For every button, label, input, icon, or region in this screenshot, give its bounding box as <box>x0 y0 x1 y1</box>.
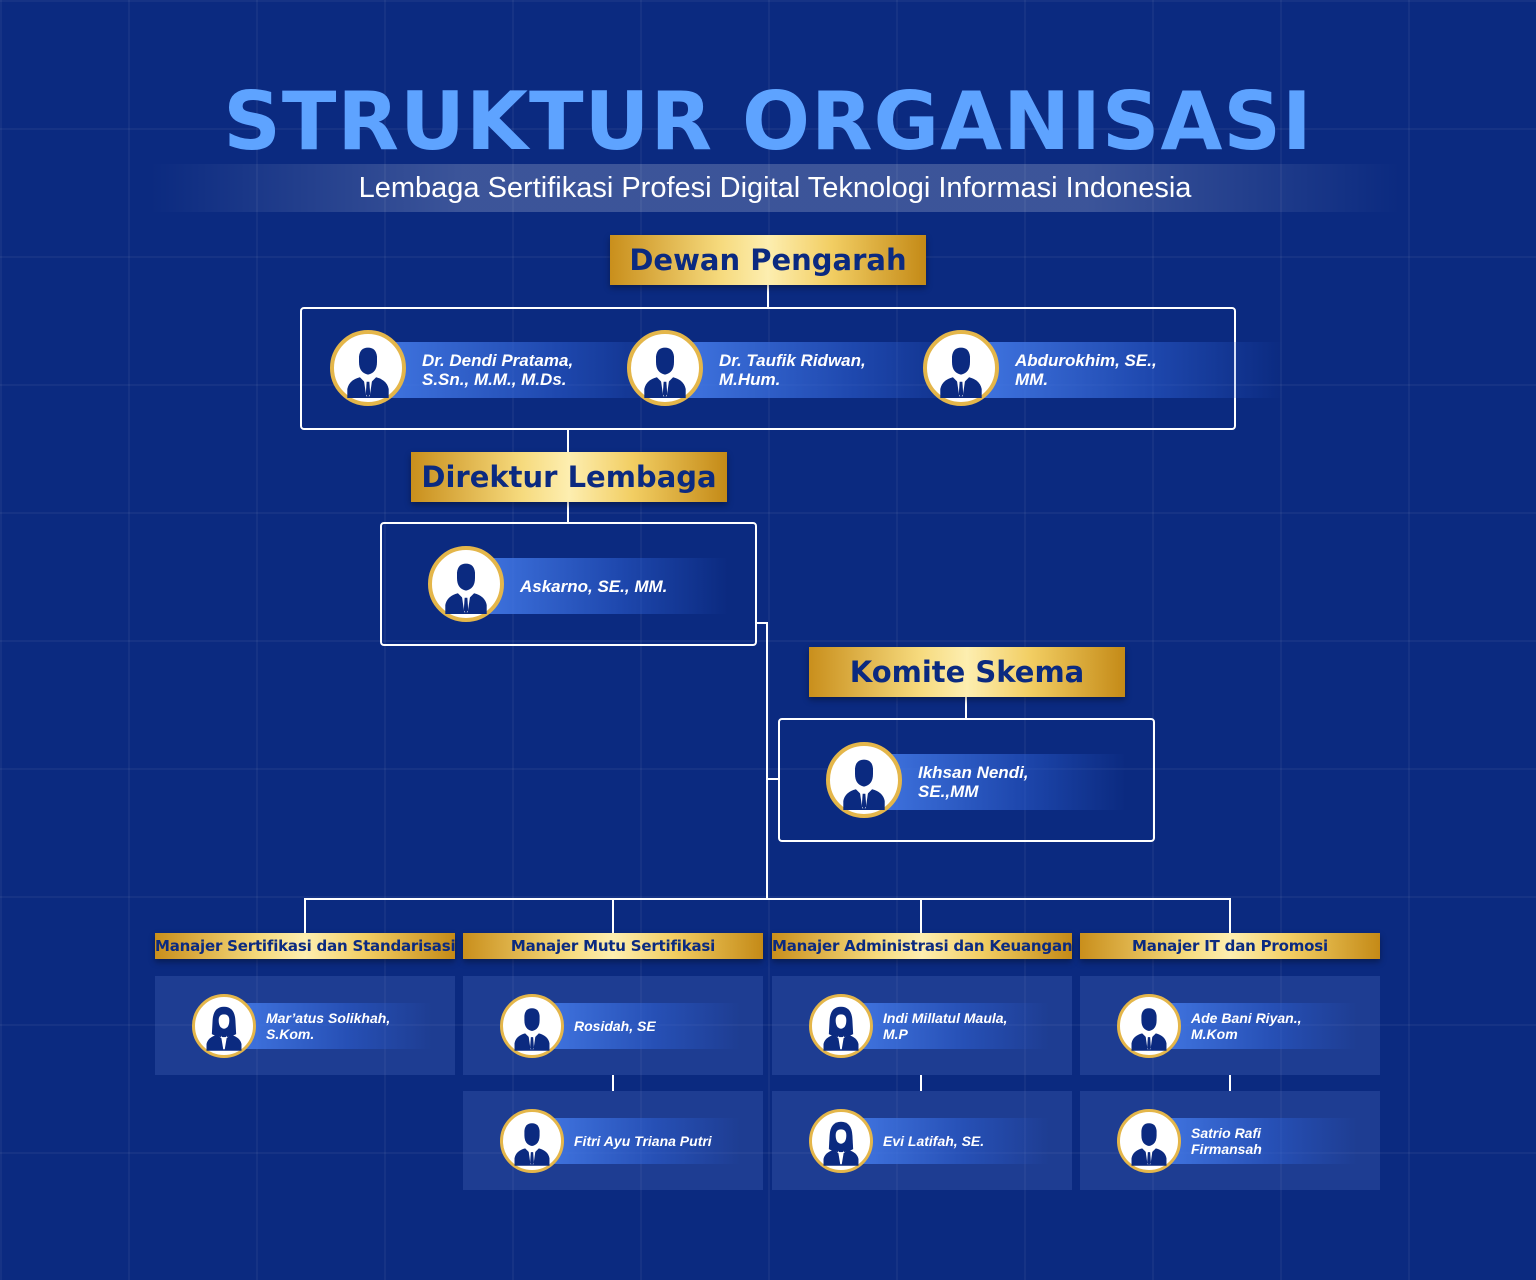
komite-skema-label: Komite Skema <box>809 647 1125 697</box>
member-name: Ikhsan Nendi, SE.,MM <box>918 763 1029 801</box>
subtitle-band <box>150 164 1400 212</box>
male-person-icon <box>826 742 902 818</box>
member-name: Indi Millatul Maula, M.P <box>883 1010 1008 1042</box>
male-person-icon <box>428 546 504 622</box>
manager-label-3: Manajer Administrasi dan Keuangan <box>772 933 1073 959</box>
connector-manager-bar <box>305 898 1231 900</box>
member-name: Dr. Dendi Pratama, S.Sn., M.M., M.Ds. <box>422 351 574 389</box>
male-person-icon <box>1117 994 1181 1058</box>
connector-trunk <box>766 622 768 900</box>
member-manager-3-2: Evi Latifah, SE. <box>809 1106 1049 1176</box>
member-name: Satrio Rafi Firmansah <box>1191 1125 1262 1157</box>
member-name: Mar’atus Solikhah, S.Kom. <box>266 1010 391 1042</box>
member-manager-4-1: Ade Bani Riyan., M.Kom <box>1117 991 1357 1061</box>
member-name: Evi Latifah, SE. <box>883 1133 985 1149</box>
connector-direktur <box>567 501 569 523</box>
connector-manager-1 <box>304 898 306 933</box>
member-manager-2-2: Fitri Ayu Triana Putri <box>500 1106 740 1176</box>
member-name: Ade Bani Riyan., M.Kom <box>1191 1010 1302 1042</box>
male-person-icon <box>500 994 564 1058</box>
male-person-icon <box>923 330 999 406</box>
female-person-icon <box>809 994 873 1058</box>
member-manager-3-1: Indi Millatul Maula, M.P <box>809 991 1049 1061</box>
member-manager-2-1: Rosidah, SE <box>500 991 740 1061</box>
member-name: Abdurokhim, SE., MM. <box>1015 351 1157 389</box>
connector-dewan-direktur <box>567 429 569 452</box>
komite-skema-box <box>778 718 1155 842</box>
member-dewan-1: Dr. Dendi Pratama, S.Sn., M.M., M.Ds. <box>330 328 690 412</box>
manager-label-1: Manajer Sertifikasi dan Standarisasi <box>155 933 456 959</box>
member-manager-1-1: Mar’atus Solikhah, S.Kom. <box>192 991 432 1061</box>
connector-manager-4 <box>1229 898 1231 933</box>
connector-sub-4 <box>1229 1075 1231 1091</box>
male-person-icon <box>1117 1109 1181 1173</box>
female-person-icon <box>809 1109 873 1173</box>
dewan-pengarah-label: Dewan Pengarah <box>610 235 926 285</box>
connector-manager-2 <box>612 898 614 933</box>
male-person-icon <box>500 1109 564 1173</box>
manager-label-2: Manajer Mutu Sertifikasi <box>463 933 763 959</box>
connector-sub-2 <box>612 1075 614 1091</box>
member-manager-4-2: Satrio Rafi Firmansah <box>1117 1106 1357 1176</box>
direktur-lembaga-label: Direktur Lembaga <box>411 452 727 502</box>
connector-direktur-out <box>756 622 768 624</box>
member-name: Rosidah, SE <box>574 1018 656 1034</box>
male-person-icon <box>627 330 703 406</box>
connector-dewan <box>767 284 769 308</box>
member-dewan-3: Abdurokhim, SE., MM. <box>923 328 1283 412</box>
female-person-icon <box>192 994 256 1058</box>
page-title: STRUKTUR ORGANISASI <box>223 75 1313 168</box>
member-name: Fitri Ayu Triana Putri <box>574 1133 712 1149</box>
manager-label-4: Manajer IT dan Promosi <box>1080 933 1380 959</box>
male-person-icon <box>330 330 406 406</box>
member-dewan-2: Dr. Taufik Ridwan, M.Hum. <box>627 328 987 412</box>
connector-komite-branch <box>766 778 779 780</box>
page-subtitle: Lembaga Sertifikasi Profesi Digital Tekn… <box>358 172 1192 204</box>
member-direktur-1: Askarno, SE., MM. <box>428 544 728 628</box>
member-name: Askarno, SE., MM. <box>520 576 668 596</box>
member-name: Dr. Taufik Ridwan, M.Hum. <box>719 351 866 389</box>
connector-komite <box>965 695 967 719</box>
direktur-lembaga-box <box>380 522 757 646</box>
member-komite-1: Ikhsan Nendi, SE.,MM <box>826 740 1126 824</box>
connector-manager-3 <box>920 898 922 933</box>
connector-sub-3 <box>920 1075 922 1091</box>
